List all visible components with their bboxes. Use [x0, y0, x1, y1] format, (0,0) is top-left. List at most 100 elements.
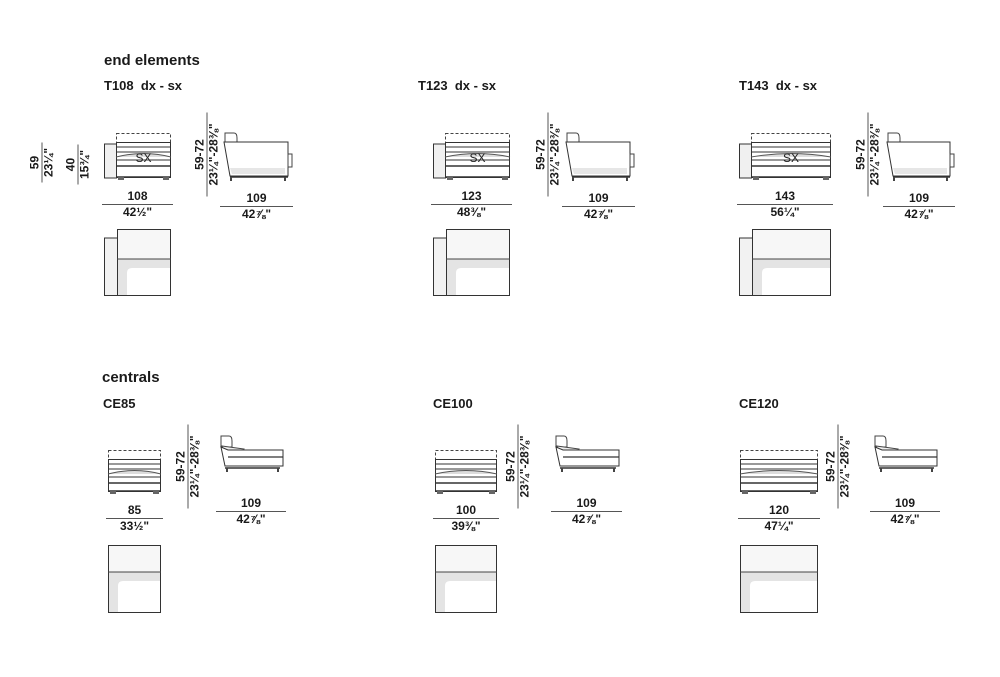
top-view: [104, 229, 171, 296]
width-dimension: 85 33½": [106, 504, 163, 533]
foot: [284, 177, 286, 181]
armrest: [739, 143, 752, 179]
depth-dimension-in: 42⅞": [890, 512, 920, 526]
height-dimension-cm: 59-72: [533, 139, 548, 170]
height-dimension-cm: 59-72: [192, 139, 207, 170]
seat-body: [108, 459, 161, 492]
foot: [437, 491, 443, 494]
foot: [561, 468, 563, 472]
module-title: CE85: [103, 396, 136, 411]
front-view: SX: [739, 133, 832, 180]
foot: [489, 491, 495, 494]
depth-dimension: 109 42⅞": [220, 192, 293, 221]
foot: [931, 468, 933, 472]
width-dimension-line: [738, 518, 820, 519]
backrest: [555, 435, 568, 448]
depth-dimension-line: [562, 206, 635, 207]
front-view: SX: [104, 133, 172, 180]
depth-dimension-line: [870, 511, 940, 512]
height-dimension-cm: 59-72: [853, 139, 868, 170]
side-view: [220, 435, 284, 472]
foot: [502, 177, 508, 180]
width-dimension-line: [106, 518, 163, 519]
front-view: [434, 450, 498, 494]
foot: [946, 177, 948, 181]
back-cushion-outline: [435, 450, 497, 460]
front-view: [107, 450, 162, 494]
side-view: [555, 435, 620, 472]
foot: [153, 491, 159, 494]
back-cushion-outline: [116, 133, 171, 143]
side-view: [223, 132, 293, 181]
foot: [753, 177, 759, 180]
module-title: CE100: [433, 396, 473, 411]
back-cushion-outline: [445, 133, 510, 143]
width-dimension-cm: 143: [774, 189, 796, 203]
side-label: SX: [135, 151, 151, 165]
seat-height-dimension-cm: 40: [63, 157, 78, 172]
armrest-plan: [104, 237, 118, 296]
backrest: [874, 435, 887, 448]
width-dimension-line: [433, 518, 499, 519]
width-dimension-cm: 123: [461, 189, 482, 203]
foot: [893, 177, 895, 181]
depth-dimension-cm: 109: [908, 191, 930, 205]
width-dimension-cm: 100: [455, 503, 477, 517]
foot: [277, 468, 279, 472]
width-dimension-in: 33½": [119, 519, 150, 533]
seat-profile: [223, 141, 289, 177]
backrest: [220, 435, 233, 448]
section-title-end-elements: end elements: [104, 52, 200, 69]
side-view: [886, 132, 955, 181]
seat-body: [435, 459, 497, 492]
module-title: CE120: [739, 396, 779, 411]
depth-dimension-in: 42⅞": [236, 512, 266, 526]
depth-dimension-in: 42⅞": [241, 207, 272, 221]
depth-dimension-in: 42⅞": [583, 207, 614, 221]
front-view: SX: [433, 133, 511, 180]
width-dimension-in: 48⅜": [456, 205, 487, 219]
height-dimension-in: 23¼"-28⅜": [547, 123, 562, 186]
foot: [226, 468, 228, 472]
width-dimension-in: 42½": [122, 205, 153, 219]
width-dimension-cm: 108: [127, 189, 148, 203]
depth-dimension-cm: 109: [246, 191, 267, 205]
top-view: [108, 545, 161, 613]
seat-height-dimension-in: 15¾": [77, 149, 92, 180]
depth-dimension-cm: 109: [588, 191, 609, 205]
foot: [626, 177, 628, 181]
module-title: T108 dx - sx: [104, 78, 183, 93]
depth-dimension: 109 42⅞": [562, 192, 635, 221]
width-dimension-cm: 85: [127, 503, 142, 517]
height-dimension-in: 23¼"-28⅜": [517, 435, 532, 498]
depth-dimension-in: 42⅞": [571, 512, 602, 526]
front-view: [739, 450, 819, 494]
foot: [613, 468, 615, 472]
depth-dimension-line: [220, 206, 293, 207]
seat-profile: [886, 141, 951, 177]
top-view: [433, 229, 510, 296]
width-dimension-cm: 120: [768, 503, 790, 517]
height-dimension-cm: 59-72: [173, 451, 188, 482]
total-height-dimension-cm: 59: [27, 155, 42, 170]
depth-dimension-cm: 109: [576, 496, 597, 510]
foot: [810, 491, 816, 494]
width-dimension: 123 48⅜": [431, 190, 512, 219]
top-view: [740, 545, 818, 613]
top-view: [739, 229, 831, 296]
side-view: [874, 435, 938, 472]
backrest: [887, 132, 901, 143]
depth-dimension-line: [216, 511, 286, 512]
module-title: T143 dx - sx: [739, 78, 818, 93]
depth-dimension: 109 42⅞": [551, 497, 622, 526]
height-dimension-cm: 59-72: [503, 451, 518, 482]
armrest: [433, 143, 446, 179]
